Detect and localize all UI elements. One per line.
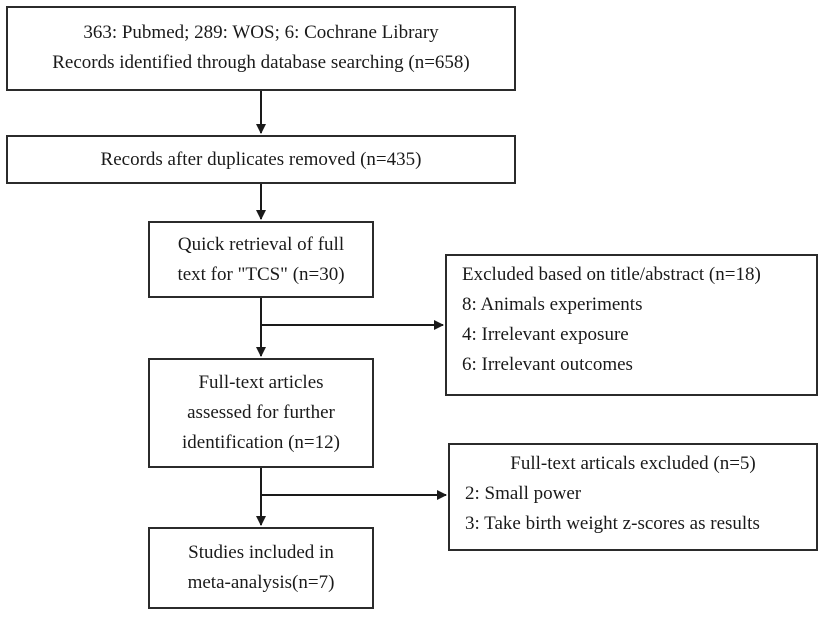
retrieval-line-1: Quick retrieval of full: [177, 234, 345, 255]
fulltext-box: Full-text articles assessed for further …: [148, 358, 374, 468]
excluded-fulltext-item: 2: Small power: [465, 483, 582, 504]
excluded-fulltext-box: Full-text articals excluded (n=5) 2: Sma…: [448, 443, 818, 551]
identification-total: Records identified through database sear…: [52, 52, 470, 73]
excluded-title-item: 4: Irrelevant exposure: [462, 324, 629, 345]
excluded-title-item: 8: Animals experiments: [462, 294, 643, 315]
excluded-fulltext-heading: Full-text articals excluded (n=5): [510, 453, 756, 474]
retrieval-box: Quick retrieval of full text for "TCS" (…: [148, 221, 374, 298]
excluded-fulltext-item: 3: Take birth weight z-scores as results: [465, 513, 760, 534]
excluded-title-item: 6: Irrelevant outcomes: [462, 354, 633, 375]
included-box: Studies included in meta-analysis(n=7): [148, 527, 374, 609]
duplicates-box: Records after duplicates removed (n=435): [6, 135, 516, 184]
fulltext-line-3: identification (n=12): [182, 432, 340, 453]
included-line-1: Studies included in: [188, 542, 334, 563]
identification-box: 363: Pubmed; 289: WOS; 6: Cochrane Libra…: [6, 6, 516, 91]
retrieval-line-2: text for "TCS" (n=30): [177, 264, 345, 285]
duplicates-text: Records after duplicates removed (n=435): [100, 149, 422, 170]
fulltext-line-1: Full-text articles: [198, 372, 324, 393]
included-line-2: meta-analysis(n=7): [187, 572, 335, 593]
excluded-title-box: Excluded based on title/abstract (n=18) …: [445, 254, 818, 396]
identification-sources: 363: Pubmed; 289: WOS; 6: Cochrane Libra…: [83, 22, 439, 43]
fulltext-line-2: assessed for further: [187, 402, 335, 423]
excluded-title-heading: Excluded based on title/abstract (n=18): [462, 264, 761, 285]
